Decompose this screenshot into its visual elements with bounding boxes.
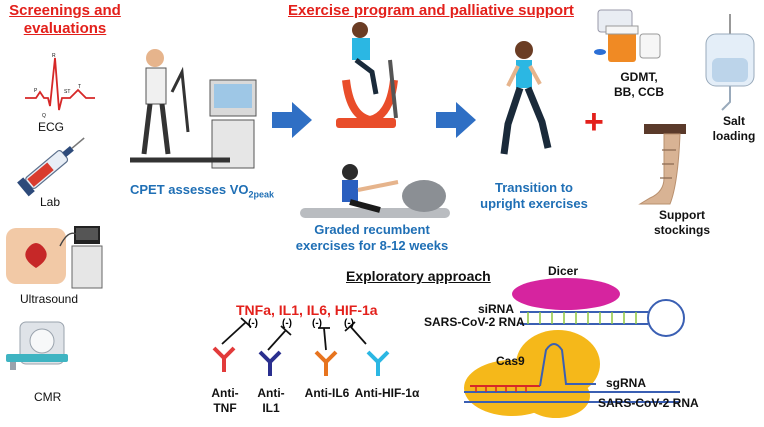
cpet-caption: CPET assesses VO2peak bbox=[130, 182, 280, 203]
inhibit-mark-1: (-) bbox=[248, 318, 258, 329]
ecg-label-p: P bbox=[34, 88, 38, 94]
screenings-header: Screenings and evaluations bbox=[4, 2, 126, 38]
ecg-label-r: R bbox=[52, 53, 56, 59]
stockings-caption-line2: stockings bbox=[653, 223, 710, 237]
ecg-label: ECG bbox=[38, 120, 65, 134]
screenings-header-line1: Screenings and bbox=[9, 2, 121, 19]
inhibition-lines bbox=[221, 317, 367, 351]
meds-caption-line1: GDMT, bbox=[620, 70, 658, 84]
salt-caption-line2: loading bbox=[712, 129, 756, 143]
recumbent-caption-line2: exercises for 8-12 weeks bbox=[295, 238, 449, 253]
compression-stocking-icon bbox=[638, 124, 686, 205]
antibody-icon-hif bbox=[366, 350, 390, 376]
antibody-icon-tnf bbox=[212, 346, 236, 372]
inhibit-mark-3: (-) bbox=[312, 318, 322, 329]
iv-bag-icon bbox=[705, 14, 755, 111]
salt-caption-line1: Salt bbox=[722, 114, 745, 128]
inhibit-mark-2: (-) bbox=[282, 318, 292, 329]
meds-caption-line2: BB, CCB bbox=[614, 85, 664, 99]
ecg-label-st: ST bbox=[64, 89, 70, 95]
ecg-label-t: T bbox=[78, 84, 81, 90]
antibody-label-il1: Anti-IL1 bbox=[257, 386, 285, 415]
rna-hairpin-icon bbox=[520, 299, 685, 337]
syringe-icon bbox=[17, 137, 85, 197]
cmr-label: CMR bbox=[34, 390, 62, 404]
transition-caption-line1: Transition to bbox=[495, 180, 573, 195]
ecg-icon: P Q R ST T bbox=[25, 53, 95, 119]
screenings-header-line2: evaluations bbox=[23, 20, 107, 37]
cas9-label: Cas9 bbox=[496, 354, 525, 368]
mri-scanner-icon bbox=[6, 321, 68, 370]
plus-sign: + bbox=[584, 103, 604, 141]
exercise-bike-icon bbox=[336, 22, 398, 128]
antibody-icon-il1 bbox=[258, 350, 282, 376]
pill-bottles-icon bbox=[594, 9, 661, 62]
ultrasound-icon bbox=[6, 226, 103, 289]
dicer-label: Dicer bbox=[548, 264, 579, 278]
sars-rna-label-1: SARS-CoV-2 RNA bbox=[424, 315, 525, 329]
ecg-label-q: Q bbox=[42, 113, 46, 119]
sgrna-label: sgRNA bbox=[606, 376, 647, 390]
recumbent-caption-line1: Graded recumbent bbox=[314, 222, 430, 237]
flow-arrow-1 bbox=[272, 102, 312, 138]
flow-arrow-2 bbox=[436, 102, 476, 138]
salt-caption: Salt loading bbox=[704, 114, 764, 144]
transition-caption: Transition to upright exercises bbox=[474, 180, 594, 212]
cytokines-label: TNFa, IL1, IL6, HIF-1a bbox=[236, 302, 378, 318]
stockings-caption: Support stockings bbox=[644, 208, 720, 238]
antibody-label-hif: Anti-HIF-1α bbox=[354, 386, 420, 400]
ultrasound-label: Ultrasound bbox=[20, 292, 79, 306]
exploratory-header: Exploratory approach bbox=[346, 268, 491, 284]
antibody-label-tnf: Anti-TNF bbox=[211, 386, 239, 415]
walking-woman-icon bbox=[500, 41, 552, 155]
antibody-label-il6: Anti-IL6 bbox=[304, 386, 350, 400]
lab-label: Lab bbox=[40, 195, 61, 209]
cpet-caption-sub: 2peak bbox=[248, 189, 275, 200]
treadmill-cpet-icon bbox=[130, 49, 257, 169]
antibody-icon-il6 bbox=[314, 350, 338, 376]
meds-caption: GDMT, BB, CCB bbox=[604, 70, 674, 100]
sars-rna-label-2: SARS-CoV-2 RNA bbox=[598, 396, 699, 410]
dicer-enzyme-shape bbox=[512, 278, 620, 310]
sirna-label: siRNA bbox=[478, 302, 515, 316]
inhibit-mark-4: (-) bbox=[344, 318, 354, 329]
cas9-complex-icon bbox=[464, 330, 680, 418]
recumbent-caption: Graded recumbent exercises for 8-12 week… bbox=[282, 222, 462, 254]
exercise-program-header: Exercise program and palliative support bbox=[288, 2, 574, 19]
rowing-machine-icon bbox=[300, 164, 450, 218]
stockings-caption-line1: Support bbox=[659, 208, 705, 222]
cpet-caption-main: CPET assesses VO bbox=[130, 182, 249, 197]
transition-caption-line2: upright exercises bbox=[480, 196, 588, 211]
